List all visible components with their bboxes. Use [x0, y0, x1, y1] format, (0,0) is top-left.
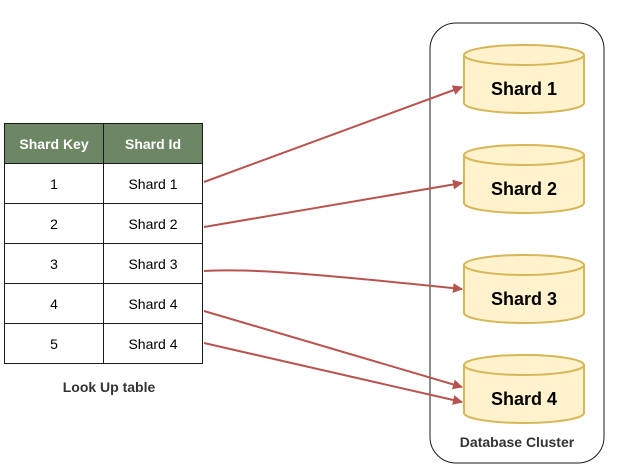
shard-id-cell: Shard 3 — [103, 243, 203, 284]
lookup-table: Shard Key Shard Id 1 Shard 1 2 Shard 2 3… — [4, 123, 203, 364]
shard-key-cell: 2 — [4, 203, 104, 244]
table-row: 5 Shard 4 — [4, 323, 203, 364]
shard-label: Shard 1 — [491, 79, 557, 99]
table-row: 3 Shard 3 — [4, 243, 203, 284]
lookup-table-header-row: Shard Key Shard Id — [4, 123, 203, 164]
shard-label: Shard 4 — [491, 389, 557, 409]
mapping-arrow-row4-shard4 — [203, 310, 463, 390]
table-row: 4 Shard 4 — [4, 283, 203, 324]
shard-cylinder-3: Shard 3 — [463, 254, 585, 324]
shard-key-cell: 3 — [4, 243, 104, 284]
shard-id-cell: Shard 2 — [103, 203, 203, 244]
mapping-arrow-row2-shard2 — [203, 179, 463, 228]
shard-key-cell: 1 — [4, 163, 104, 204]
database-cluster-container — [429, 22, 605, 464]
shard-cylinder-2: Shard 2 — [463, 144, 585, 214]
shard-cylinder-4: Shard 4 — [463, 354, 585, 424]
shard-key-cell: 5 — [4, 323, 104, 364]
shard-id-cell: Shard 4 — [103, 283, 203, 324]
header-shard-id: Shard Id — [103, 123, 203, 164]
shard-label: Shard 3 — [491, 289, 557, 309]
table-row: 2 Shard 2 — [4, 203, 203, 244]
table-row: 1 Shard 1 — [4, 163, 203, 204]
shard-key-cell: 4 — [4, 283, 104, 324]
mapping-arrow-row5-shard4 — [203, 342, 463, 405]
header-shard-key: Shard Key — [4, 123, 104, 164]
shard-id-cell: Shard 1 — [103, 163, 203, 204]
database-cluster-label: Database Cluster — [459, 434, 575, 450]
mapping-arrow-row1-shard1 — [203, 85, 463, 183]
shard-id-cell: Shard 4 — [103, 323, 203, 364]
shard-label: Shard 2 — [491, 179, 557, 199]
lookup-table-caption: Look Up table — [62, 379, 156, 395]
mapping-arrow-row3-shard3 — [203, 269, 463, 294]
shard-cylinder-1: Shard 1 — [463, 44, 585, 114]
